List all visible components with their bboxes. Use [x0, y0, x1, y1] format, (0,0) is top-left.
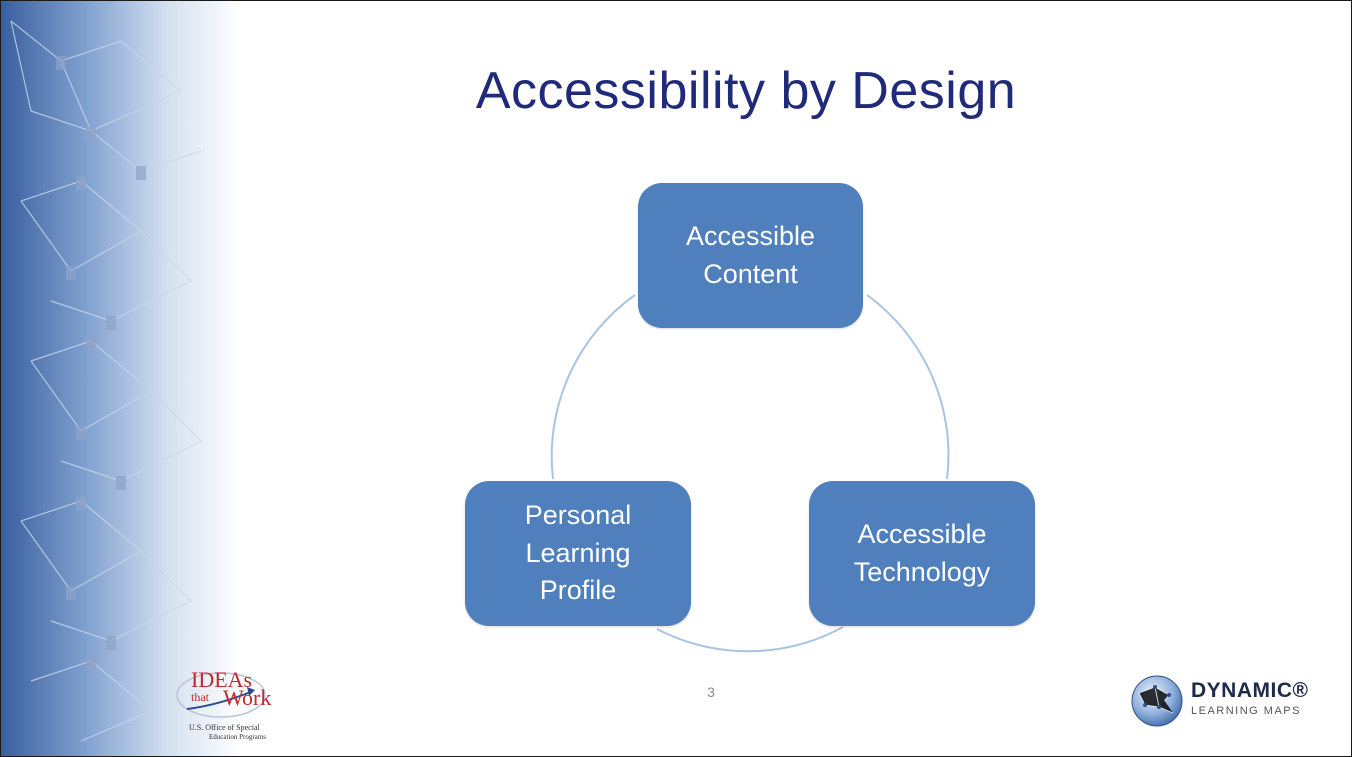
ideas-that-work-logo: IDEAs that Work U.S. Office of Special E…	[169, 665, 289, 751]
network-decoration	[1, 1, 241, 756]
logo-text: IDEAs	[191, 667, 253, 692]
logo-text: Work	[223, 685, 272, 710]
page-number: 3	[707, 684, 715, 700]
node-personal-learning-profile: Personal Learning Profile	[465, 481, 691, 626]
logo-text: DYNAMIC®	[1191, 679, 1309, 702]
node-accessible-technology: Accessible Technology	[809, 481, 1035, 626]
node-label: Accessible Technology	[853, 518, 991, 587]
cycle-arc-left-top	[550, 294, 636, 480]
node-label: Personal Learning Profile	[524, 499, 632, 606]
globe-icon	[1131, 675, 1183, 727]
logo-subtext: U.S. Office of Special	[189, 723, 260, 732]
slide-title: Accessibility by Design	[475, 62, 1017, 120]
node-label: Accessible Content	[685, 220, 816, 289]
logo-text: that	[191, 690, 209, 704]
cycle-arc-bottom	[656, 626, 844, 653]
cycle-arc-top-right	[866, 294, 950, 480]
node-accessible-content: Accessible Content	[638, 183, 863, 328]
ideas-swoosh-icon	[176, 672, 266, 718]
dynamic-learning-maps-logo: DYNAMIC® LEARNING MAPS	[1129, 671, 1329, 731]
logo-subtext: LEARNING MAPS	[1191, 705, 1301, 717]
logo-subtext: Education Programs	[209, 733, 266, 741]
